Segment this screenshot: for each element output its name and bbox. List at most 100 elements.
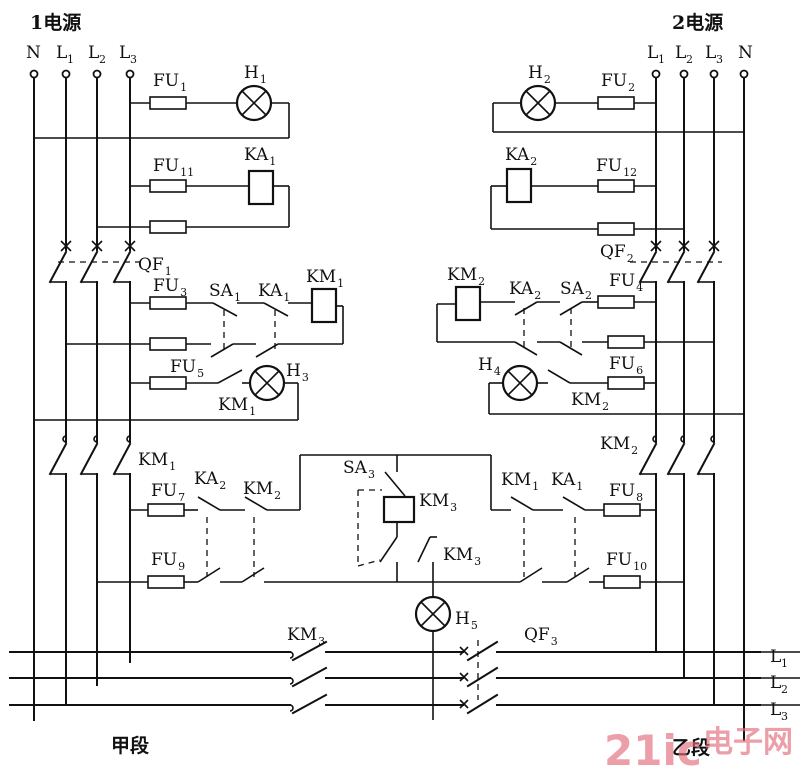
fuse-unlabeled-1 bbox=[149, 220, 187, 234]
component-label-km1d: KM1 bbox=[501, 470, 539, 493]
component-label-fu3: FU3 bbox=[153, 276, 187, 299]
component-label-fu12: FU12 bbox=[596, 156, 637, 179]
fuse-unlabeled-3 bbox=[149, 376, 187, 390]
component-label-qf3: QF3 bbox=[524, 625, 558, 648]
component-label-sa2: SA2 bbox=[560, 279, 592, 302]
source-1-contactor-control bbox=[34, 287, 344, 421]
contactor-coil-km3 bbox=[382, 495, 416, 524]
component-label-qf2: QF2 bbox=[600, 242, 634, 265]
breaker-qf1 bbox=[48, 240, 140, 284]
component-label-fu7: FU7 bbox=[151, 481, 185, 504]
source-2-relay-ka2-circuit bbox=[490, 167, 684, 236]
component-label-fu5: FU5 bbox=[170, 357, 204, 380]
source-2-phase-labels: L 1 L 2 L 3 N bbox=[647, 43, 753, 66]
phase-label-sub: 2 bbox=[686, 53, 693, 66]
fuse-unlabeled-2 bbox=[597, 222, 635, 236]
component-label-km1c: KM1 bbox=[138, 450, 176, 473]
component-label-km1b: KM1 bbox=[218, 395, 256, 418]
source-1-conductors bbox=[33, 73, 131, 721]
breaker-qf3 bbox=[459, 640, 499, 715]
component-label-ka1c: KA1 bbox=[551, 470, 583, 493]
component-label-sa1: SA1 bbox=[209, 281, 241, 304]
component-label-km3b: KM3 bbox=[443, 545, 481, 568]
fuse-fu11 bbox=[149, 179, 187, 193]
segment-label-a: 甲段 bbox=[111, 734, 150, 757]
component-label-km3c: KM3 bbox=[287, 625, 325, 648]
component-label-h1: H1 bbox=[244, 63, 267, 86]
component-label-h3: H3 bbox=[286, 361, 309, 384]
component-label-sa3: SA3 bbox=[343, 458, 375, 481]
contactor-coil-km1 bbox=[310, 287, 338, 324]
source-1-relay-ka1-circuit bbox=[97, 169, 290, 234]
source-2-indicator-circuit bbox=[492, 84, 744, 133]
phase-label-l: L bbox=[119, 43, 130, 63]
fuse-fu10 bbox=[603, 575, 641, 589]
phase-label-l: L bbox=[705, 43, 716, 63]
source-2-contactor-control bbox=[436, 285, 744, 415]
bus-section-b bbox=[496, 651, 800, 706]
site-watermark-logo: 21ic 电子网 bbox=[604, 725, 793, 773]
relay-coil-ka2 bbox=[505, 167, 533, 204]
phase-label-sub: 1 bbox=[658, 53, 665, 66]
component-label-km2c: KM2 bbox=[600, 434, 638, 457]
bus-section-a bbox=[9, 651, 291, 706]
component-label-km2: KM2 bbox=[447, 265, 485, 288]
supply-terminals bbox=[29, 69, 749, 79]
fuse-fu8 bbox=[603, 503, 641, 517]
component-label-ka2b: KA2 bbox=[509, 279, 541, 302]
component-label-ka1b: KA1 bbox=[258, 281, 290, 304]
component-label-fu4: FU4 bbox=[609, 271, 643, 294]
bus-phase-label-l: L bbox=[770, 700, 781, 720]
phase-label-sub: 1 bbox=[67, 53, 74, 66]
fuse-fu2 bbox=[597, 96, 635, 110]
fuse-fu6 bbox=[607, 335, 645, 349]
segment-label-b: 乙段 bbox=[672, 736, 711, 759]
relay-coil-ka1 bbox=[247, 169, 275, 206]
bus-phase-label-sub: 2 bbox=[781, 683, 788, 696]
power-source-1-title: 1电源 bbox=[30, 11, 81, 34]
phase-label-l: L bbox=[88, 43, 99, 63]
component-label-km2d: KM2 bbox=[243, 479, 281, 502]
bus-phase-label-l: L bbox=[770, 647, 781, 667]
fuse-fu4 bbox=[597, 295, 635, 309]
fuse-fu9 bbox=[147, 575, 185, 589]
fuse-fu1 bbox=[149, 96, 187, 110]
component-label-h5: H5 bbox=[455, 609, 478, 632]
contactor-km1-main-contacts bbox=[48, 435, 132, 476]
svg-text:电子网: 电子网 bbox=[703, 725, 793, 760]
bus-phase-label-sub: 1 bbox=[781, 657, 788, 670]
phase-label-l: L bbox=[647, 43, 658, 63]
phase-label-sub: 3 bbox=[716, 53, 723, 66]
component-label-ka2: KA2 bbox=[505, 145, 537, 168]
phase-label-n: N bbox=[26, 43, 41, 63]
svg-text:21ic: 21ic bbox=[604, 726, 702, 773]
source-1-phase-labels: N L 1 L 2 L 3 bbox=[26, 43, 137, 66]
source-1-indicator-circuit bbox=[34, 84, 290, 139]
component-label-h4: H4 bbox=[478, 355, 501, 378]
fuse-fu12 bbox=[597, 179, 635, 193]
phase-label-sub: 2 bbox=[99, 53, 106, 66]
component-label-km1: KM1 bbox=[306, 267, 344, 290]
fuse-fu5 bbox=[149, 337, 187, 351]
power-source-2-title: 2电源 bbox=[672, 11, 723, 34]
component-label-km3: KM3 bbox=[419, 491, 457, 514]
bus-phase-label-l: L bbox=[770, 673, 781, 693]
contactor-coil-km2 bbox=[454, 285, 482, 322]
component-label-qf1: QF1 bbox=[138, 255, 172, 278]
fuse-unlabeled-4 bbox=[607, 376, 645, 390]
component-label-fu11: FU11 bbox=[153, 156, 194, 179]
fuse-fu7 bbox=[147, 503, 185, 517]
phase-label-l: L bbox=[56, 43, 67, 63]
component-label-fu1: FU1 bbox=[153, 71, 187, 94]
component-label-fu8: FU8 bbox=[609, 481, 643, 504]
bus-tie-km3-control bbox=[97, 454, 684, 720]
component-label-km2b: KM2 bbox=[571, 390, 609, 413]
bus-phase-label-sub: 3 bbox=[781, 710, 788, 723]
component-label-ka2c: KA2 bbox=[194, 469, 226, 492]
component-label-h2: H2 bbox=[528, 63, 551, 86]
bus-end-phase-labels: L 1 L 2 L 3 bbox=[770, 647, 788, 723]
phase-label-sub: 3 bbox=[130, 53, 137, 66]
component-label-fu10: FU10 bbox=[606, 550, 647, 573]
tie-switch-km3-contacts bbox=[289, 640, 464, 715]
